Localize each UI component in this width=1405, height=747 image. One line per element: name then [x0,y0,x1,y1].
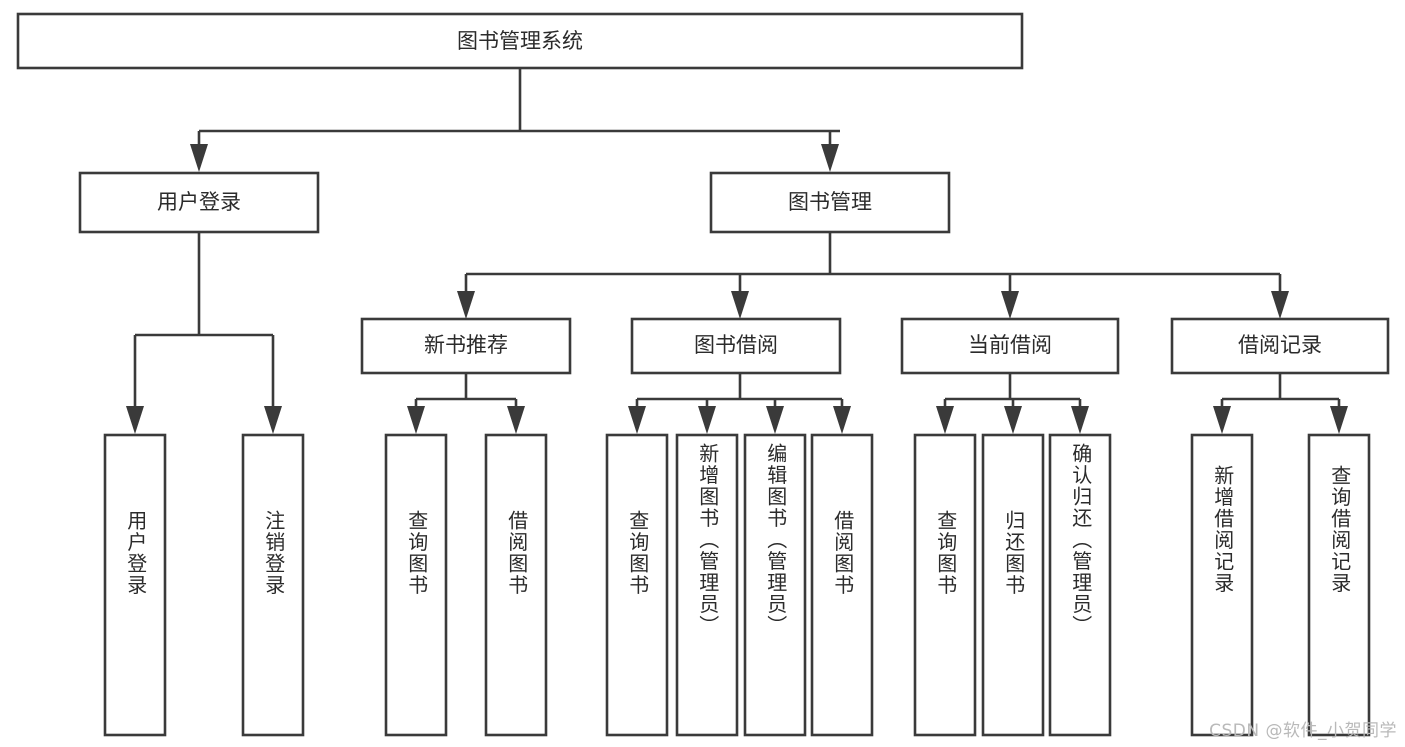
node-new-book-recommend-label: 新书推荐 [424,333,508,357]
node-book-management-label: 图书管理 [788,190,872,214]
leaf-boxes [103,433,1371,737]
watermark-text: CSDN @软件_小贺同学 [1209,721,1397,741]
arrow-borrow-record-leaf-2 [1330,406,1348,434]
node-current-borrow[interactable]: 当前借阅 [900,317,1120,375]
connector-group-book-mgmt [457,232,1289,319]
arrow-book-borrow-leaf-4 [833,406,851,434]
node-root[interactable]: 图书管理系统 [16,12,1024,70]
connector-group-current-borrow [936,373,1089,434]
node-book-borrow-box[interactable] [630,317,842,375]
node-book-borrow-label: 图书借阅 [694,333,778,357]
arrow-new-book-leaf-1 [407,406,425,434]
arrow-borrow-record-leaf-1 [1213,406,1231,434]
leaf-box-book-borrow-1[interactable] [605,433,669,737]
arrow-user-login-leaf-2 [264,406,282,434]
node-book-management-box[interactable] [709,171,951,234]
connector-group-new-book [407,373,525,434]
arrow-new-book-leaf-2 [507,406,525,434]
arrow-book-mgmt-to-borrow-record [1271,291,1289,319]
connector-group-user-login [126,232,282,434]
arrow-user-login-leaf-1 [126,406,144,434]
arrow-book-borrow-leaf-1 [628,406,646,434]
leaf-box-borrow-record-2[interactable] [1307,433,1371,737]
leaf-box-book-borrow-4[interactable] [810,433,874,737]
leaf-box-new-book-1[interactable] [384,433,448,737]
leaf-box-new-book-2[interactable] [484,433,548,737]
node-user-login-box[interactable] [78,171,320,234]
leaf-box-user-login-1[interactable] [103,433,167,737]
leaf-box-current-borrow-1[interactable] [913,433,977,737]
node-borrow-record-label: 借阅记录 [1238,333,1322,357]
leaf-box-current-borrow-2[interactable] [981,433,1045,737]
arrow-current-borrow-leaf-2 [1004,406,1022,434]
node-borrow-record[interactable]: 借阅记录 [1170,317,1390,375]
node-root-label: 图书管理系统 [457,29,583,53]
node-new-book-recommend[interactable]: 新书推荐 [360,317,572,375]
leaf-box-borrow-record-1[interactable] [1190,433,1254,737]
arrow-root-to-book-mgmt [821,144,839,172]
leaf-box-book-borrow-2[interactable] [675,433,739,737]
leaf-box-book-borrow-3[interactable] [743,433,807,737]
node-root-box[interactable] [16,12,1024,70]
arrow-book-mgmt-to-book-borrow [731,291,749,319]
arrow-current-borrow-leaf-1 [936,406,954,434]
node-borrow-record-box[interactable] [1170,317,1390,375]
arrow-book-mgmt-to-current-borrow [1001,291,1019,319]
arrow-root-to-user-login [190,144,208,172]
node-user-login-label: 用户登录 [157,190,241,214]
connector-group-book-borrow [628,373,851,434]
node-current-borrow-label: 当前借阅 [968,333,1052,357]
node-book-borrow[interactable]: 图书借阅 [630,317,842,375]
arrow-book-borrow-leaf-3 [766,406,784,434]
node-current-borrow-box[interactable] [900,317,1120,375]
node-book-management[interactable]: 图书管理 [709,171,951,234]
arrow-current-borrow-leaf-3 [1071,406,1089,434]
connector-group-root [190,68,840,172]
node-user-login[interactable]: 用户登录 [78,171,320,234]
connector-group-borrow-record [1213,373,1348,434]
leaf-box-user-login-2[interactable] [241,433,305,737]
leaf-box-current-borrow-3[interactable] [1048,433,1112,737]
arrow-book-borrow-leaf-2 [698,406,716,434]
arrow-book-mgmt-to-new-book [457,291,475,319]
node-new-book-recommend-box[interactable] [360,317,572,375]
